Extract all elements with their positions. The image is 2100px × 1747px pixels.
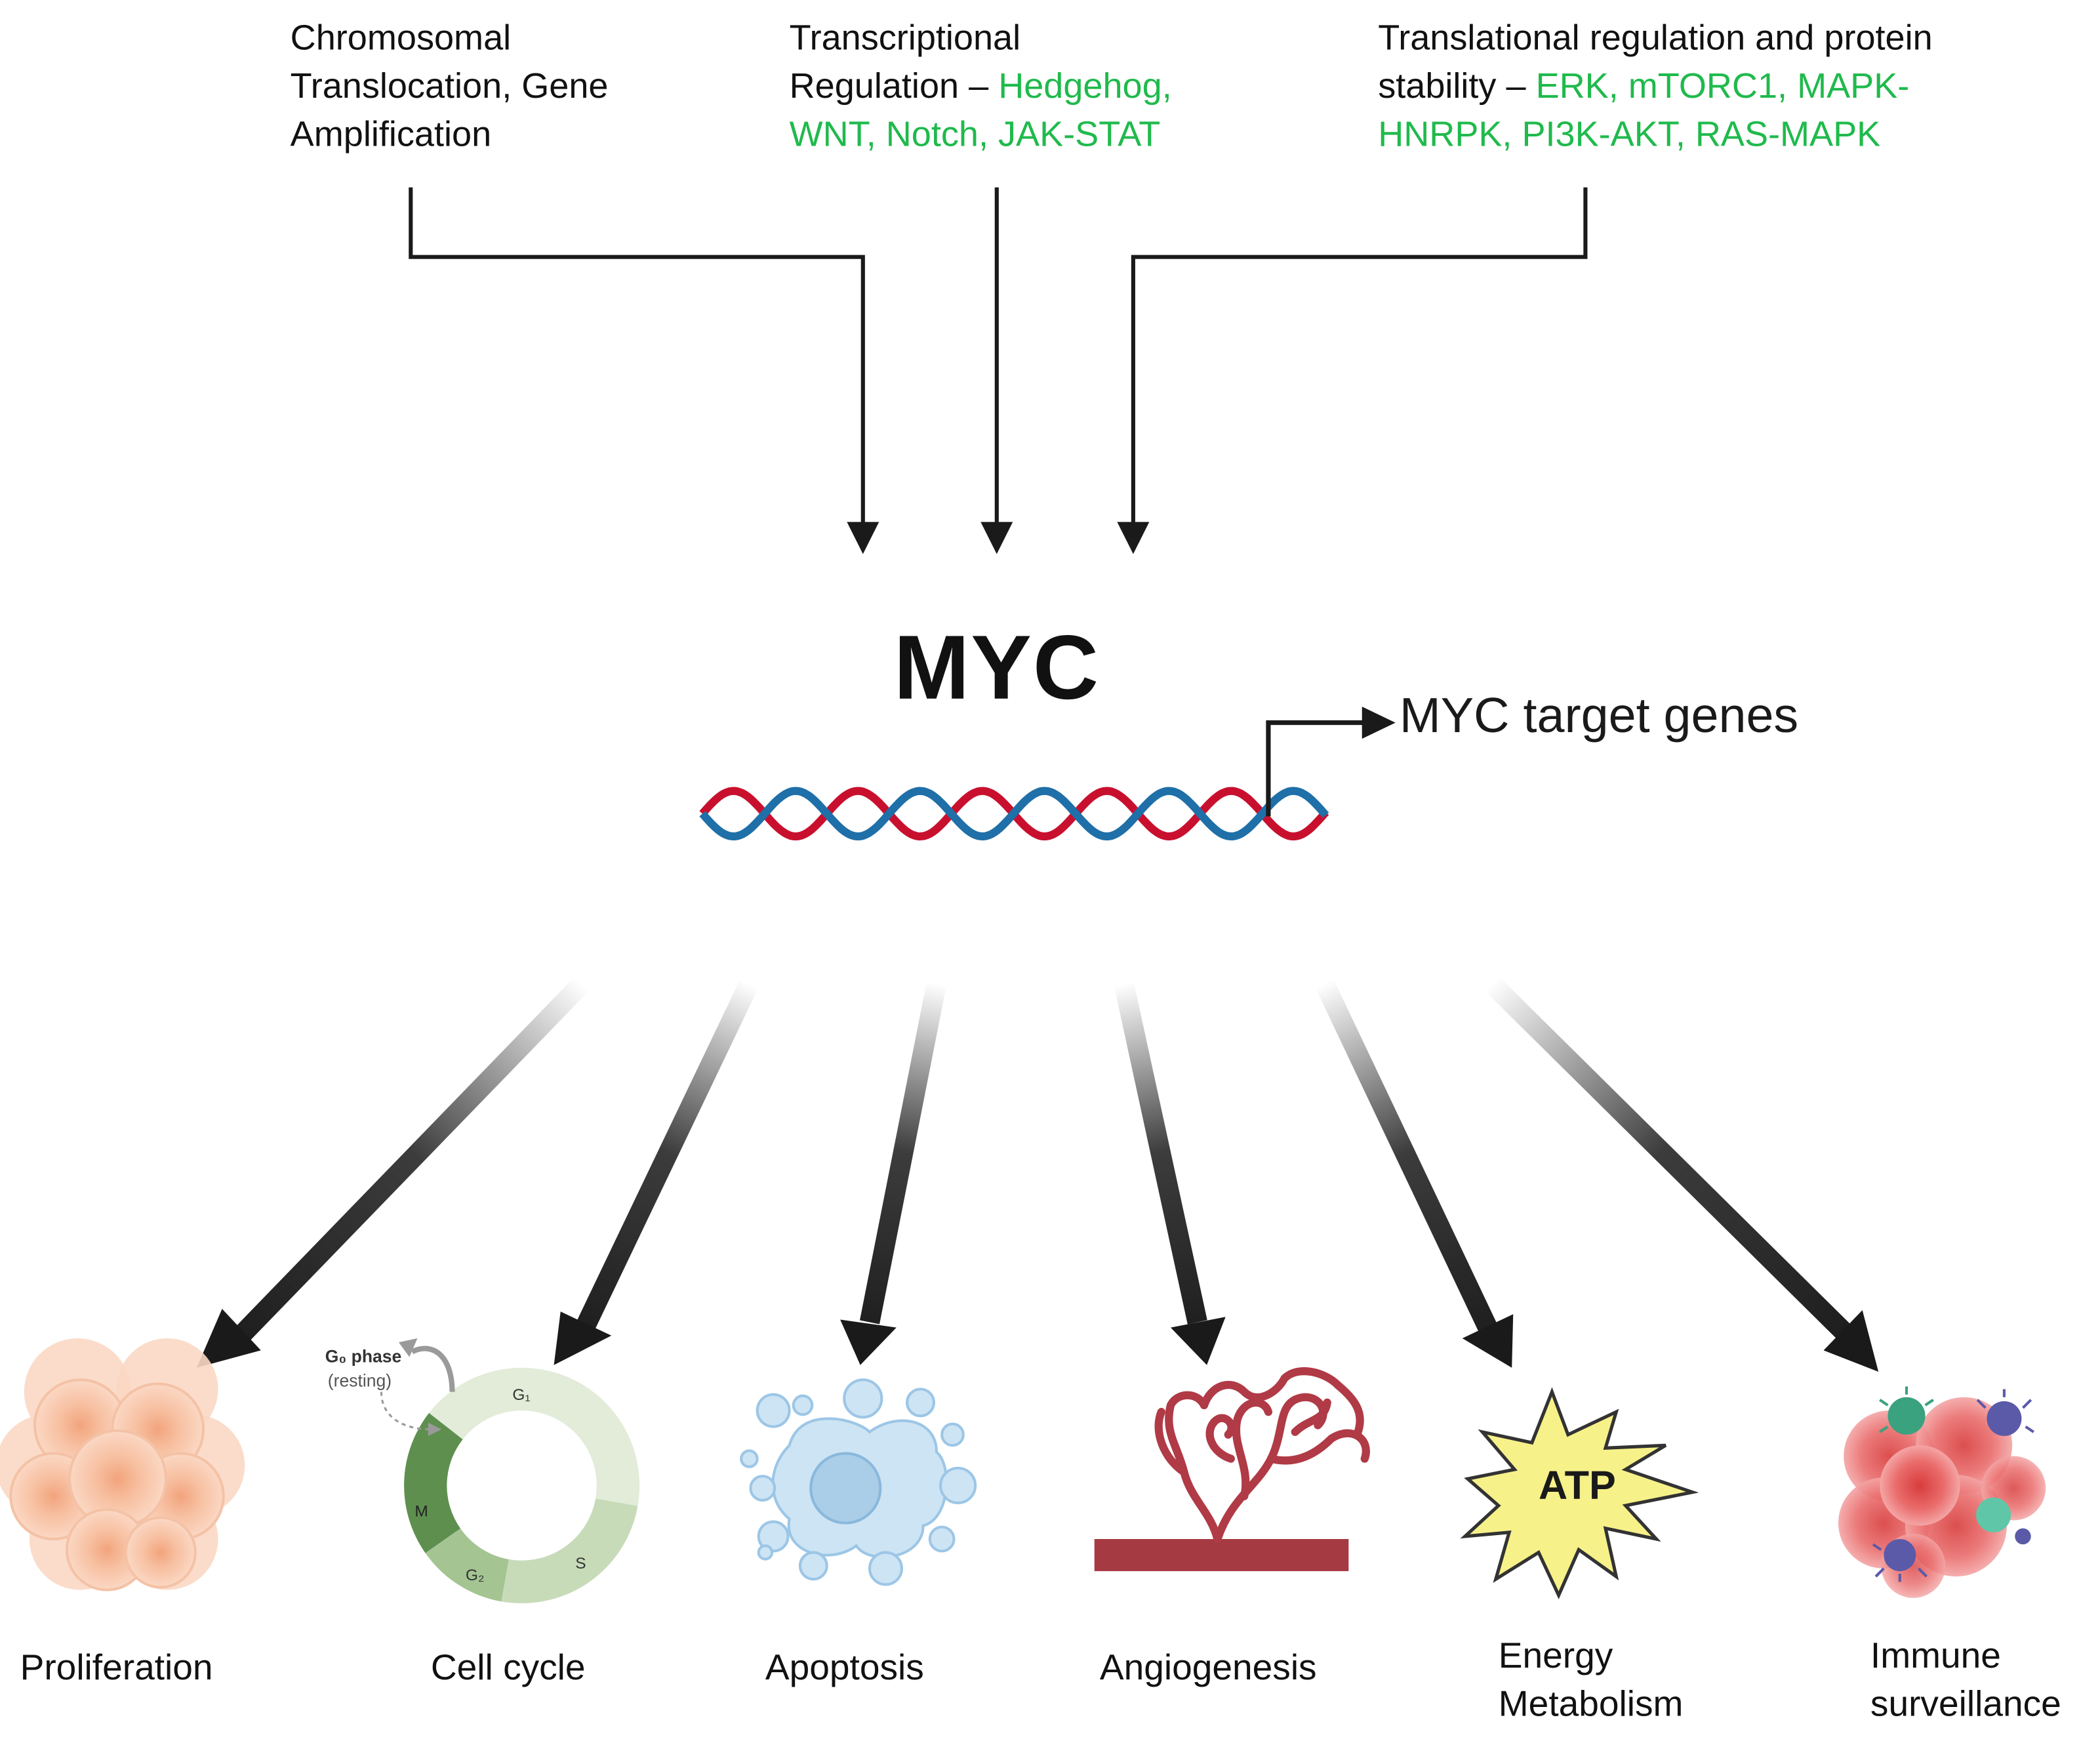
g1-label: G₁	[512, 1386, 530, 1404]
cell-cycle-g1-segment	[429, 1367, 640, 1506]
chromosomal-line-3: Amplification	[290, 113, 492, 154]
target-genes-arrow	[1266, 707, 1396, 817]
g0-return-arrow	[380, 1391, 431, 1431]
translational-line-1: Translational regulation and protein	[1378, 17, 1933, 58]
translational-line-2: stability – ERK, mTORC1, MAPK-	[1378, 62, 1932, 110]
outcome-cell-cycle: Cell cycle	[430, 1647, 586, 1688]
transcriptional-pathways-1: Hedgehog,	[998, 65, 1172, 106]
translational-connector	[1131, 187, 1588, 526]
translational-prefix: stability –	[1378, 65, 1536, 106]
angiogenesis-vessel-icon	[1094, 1367, 1370, 1571]
arrow-to-angiogenesis	[1114, 981, 1207, 1325]
arrow-to-proliferation	[236, 976, 590, 1340]
outcome-proliferation: Proliferation	[20, 1647, 213, 1688]
transcriptional-arrowhead	[980, 522, 1013, 554]
chromosomal-connector	[409, 187, 865, 526]
translational-pathways-1: ERK, mTORC1, MAPK-	[1535, 65, 1910, 106]
g0-phase-label: G₀ phase	[325, 1347, 402, 1367]
outcome-immune-surveillance: Immune surveillance	[1870, 1632, 2061, 1728]
transcriptional-line-1: Transcriptional	[789, 17, 1021, 58]
transcriptional-prefix: Regulation –	[789, 65, 999, 106]
arrowhead-proliferation	[196, 1309, 261, 1368]
cell-cycle-icon: G₀ phase (resting) G₁ S G₂ M	[325, 1338, 640, 1603]
s-label: S	[575, 1555, 586, 1572]
chromosomal-arrowhead	[847, 522, 879, 554]
cell-cycle-g2-segment	[425, 1528, 509, 1602]
chromosomal-line-2: Translocation, Gene	[290, 65, 609, 106]
transcriptional-line-2: Regulation – Hedgehog,	[790, 62, 1172, 110]
apoptosis-cell-icon	[740, 1378, 977, 1586]
input-translational: Translational regulation and protein sta…	[1378, 13, 1932, 157]
resting-label: (resting)	[328, 1370, 392, 1390]
immune-line-2: surveillance	[1870, 1683, 2061, 1724]
energy-line-1: Energy	[1498, 1635, 1613, 1676]
output-arrows	[196, 976, 1879, 1372]
arrowhead-energy-metabolism	[1462, 1314, 1514, 1368]
translational-pathways-2: HNRPK, PI3K-AKT, RAS-MAPK	[1378, 113, 1881, 154]
outcome-angiogenesis: Angiogenesis	[1099, 1647, 1317, 1688]
chromosomal-line-1: Chromosomal	[290, 17, 512, 58]
atp-energy-icon: ATP	[1460, 1387, 1699, 1599]
arrowhead-immune-surveillance	[1823, 1310, 1879, 1372]
immune-cell-purple-icon	[1884, 1401, 2031, 1571]
g0-loop-arrow	[411, 1346, 455, 1392]
energy-line-2: Metabolism	[1498, 1683, 1684, 1724]
cell-cycle-m-segment	[404, 1412, 463, 1553]
myc-target-genes-label: MYC target genes	[1399, 688, 1799, 743]
g0-return-arrowhead	[428, 1422, 442, 1436]
arrowhead-angiogenesis	[1171, 1317, 1226, 1365]
proliferation-cells-icon	[0, 1338, 245, 1592]
outcome-energy-metabolism: Energy Metabolism	[1499, 1632, 1684, 1728]
atp-label: ATP	[1539, 1463, 1616, 1508]
input-chromosomal: Chromosomal Translocation, Gene Amplific…	[291, 13, 609, 157]
cell-cycle-s-segment	[501, 1498, 638, 1603]
t-cell-green-icon	[1888, 1397, 2011, 1532]
myc-title: MYC	[893, 617, 1100, 719]
g0-loop-arrowhead	[398, 1338, 418, 1357]
dna-helix-icon	[699, 787, 1329, 841]
arrow-to-immune-surveillance	[1484, 976, 1851, 1339]
arrowhead-apoptosis	[840, 1319, 897, 1365]
m-label: M	[414, 1502, 428, 1520]
arrow-to-cell-cycle	[576, 979, 759, 1330]
transcriptional-pathways-2: WNT, Notch, JAK-STAT	[789, 113, 1161, 154]
immune-tumor-icon	[1838, 1386, 2046, 1598]
input-transcriptional: Transcriptional Regulation – Hedgehog, W…	[790, 13, 1172, 157]
arrowhead-cell-cycle	[554, 1311, 612, 1365]
dna-strand-blue	[699, 787, 1329, 841]
arrow-to-apoptosis	[859, 981, 947, 1325]
outcome-apoptosis: Apoptosis	[765, 1647, 924, 1688]
arrow-to-energy-metabolism	[1315, 979, 1497, 1332]
translational-arrowhead	[1117, 522, 1150, 554]
input-arrows	[409, 187, 1588, 554]
immune-line-1: Immune	[1870, 1635, 2001, 1676]
g2-label: G₂	[466, 1567, 485, 1584]
